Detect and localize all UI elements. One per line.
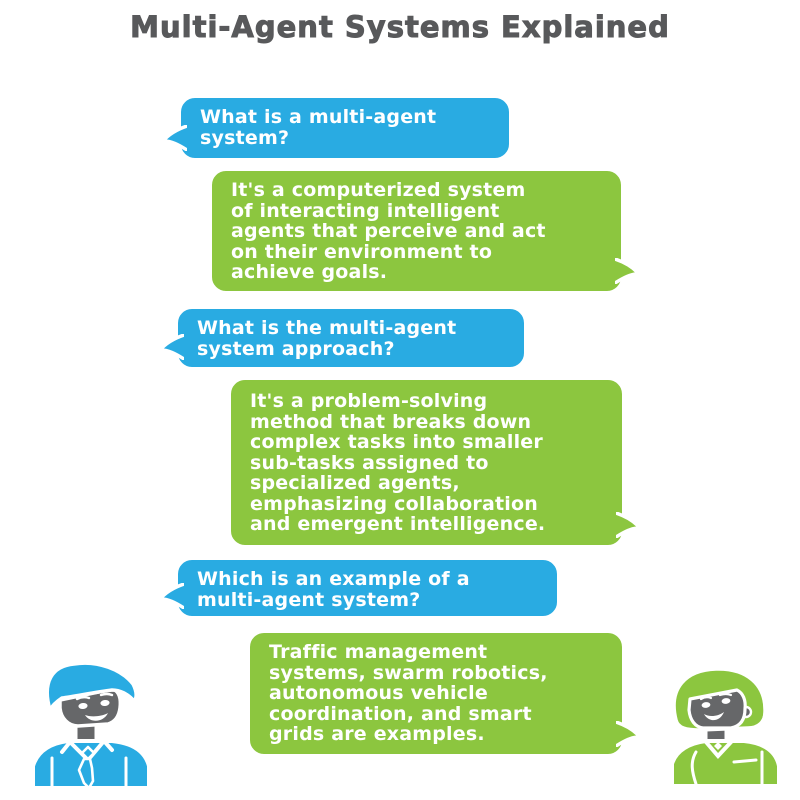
question-text: Which is an example of a multi-agent sys… — [197, 568, 470, 611]
speech-tail-left-icon — [158, 334, 184, 360]
speech-tail-left-icon — [158, 583, 184, 609]
question-bubble-1: What is a multi-agent system? — [161, 94, 513, 162]
woman-avatar-icon — [670, 667, 781, 788]
answer-bubble-2: It's a problem-solving method that break… — [227, 376, 642, 549]
answer-text: It's a problem-solving method that break… — [250, 390, 546, 535]
speech-tail-left-icon — [161, 125, 187, 151]
answer-bubble-3: Traffic management systems, swarm roboti… — [246, 629, 642, 758]
answer-bubble-1: It's a computerized system of interactin… — [208, 167, 641, 295]
question-text: What is the multi-agent system approach? — [197, 317, 457, 360]
speech-tail-right-icon — [616, 512, 642, 538]
answer-text: It's a computerized system of interactin… — [231, 179, 546, 283]
page-title: Multi-Agent Systems Explained — [130, 10, 670, 45]
man-avatar-icon — [31, 661, 151, 790]
speech-tail-right-icon — [615, 258, 641, 284]
speech-tail-right-icon — [616, 721, 642, 747]
question-bubble-2: What is the multi-agent system approach? — [158, 305, 528, 371]
question-bubble-3: Which is an example of a multi-agent sys… — [158, 556, 561, 620]
answer-text: Traffic management systems, swarm roboti… — [269, 641, 548, 745]
question-text: What is a multi-agent system? — [200, 106, 437, 149]
